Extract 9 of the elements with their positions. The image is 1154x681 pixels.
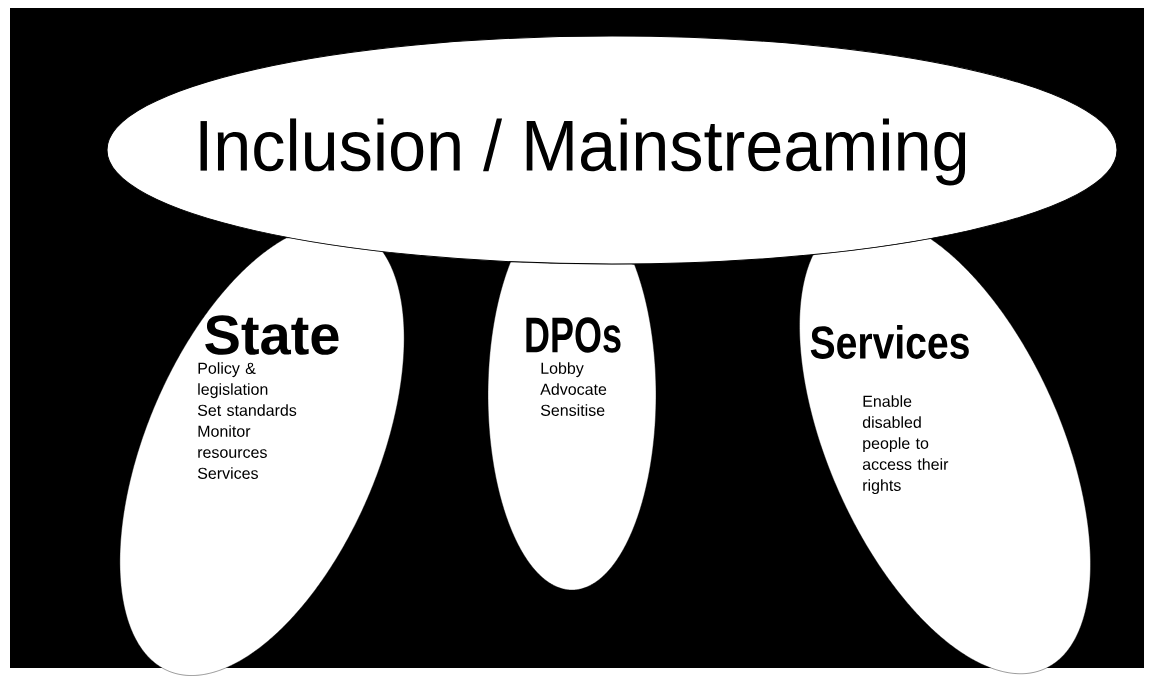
title: Inclusion / Mainstreaming bbox=[200, 118, 966, 186]
heading: DPOs bbox=[526, 317, 621, 353]
description-text: Enable disabled people to access their rights bbox=[862, 395, 949, 495]
description-text: Lobby Advocate Sensitise bbox=[540, 362, 607, 416]
heading: Services bbox=[810, 325, 969, 359]
ellipse bbox=[119, 237, 405, 676]
description-text: Policy & legislation Set standards Monitor resources Services bbox=[197, 362, 297, 479]
heading: State bbox=[205, 315, 339, 355]
ellipse bbox=[106, 35, 1118, 265]
